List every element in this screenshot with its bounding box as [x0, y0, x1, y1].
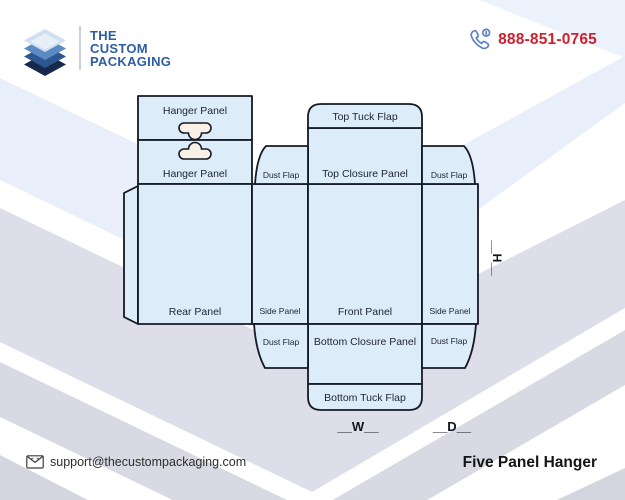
dimension-width: __W__	[336, 419, 379, 434]
phone-icon	[470, 28, 491, 50]
label-hanger-panel-bottom: Hanger Panel	[163, 168, 227, 180]
dimension-height: __H__	[490, 239, 504, 276]
logo-line-2: CUSTOM	[90, 40, 148, 56]
bg-band-4	[0, 455, 625, 500]
label-bottom-tuck-flap: Bottom Tuck Flap	[324, 392, 406, 404]
email-icon	[26, 455, 44, 469]
label-front-panel: Front Panel	[338, 306, 392, 318]
label-top-tuck-flap: Top Tuck Flap	[332, 111, 398, 123]
logo[interactable]: THE CUSTOM PACKAGING	[20, 18, 171, 78]
dust-flap-top-left	[254, 145, 309, 185]
page-title: Five Panel Hanger	[462, 454, 597, 471]
rear-panel	[137, 183, 253, 325]
label-dust-flap-top-right: Dust Flap	[431, 170, 468, 180]
hanger-hole-bottom	[178, 141, 212, 160]
logo-line-1: THE	[90, 27, 117, 43]
bg-corner-band	[480, 0, 625, 58]
dust-flap-bottom-left	[253, 323, 309, 369]
bottom-closure-panel	[307, 323, 423, 385]
label-rear-panel: Rear Panel	[169, 306, 222, 318]
email-address[interactable]: support@thecustompackaging.com	[50, 455, 247, 469]
label-side-panel-left: Side Panel	[259, 306, 300, 316]
side-panel-right	[421, 183, 479, 325]
label-side-panel-right: Side Panel	[429, 306, 470, 316]
hanger-holes	[178, 122, 212, 160]
front-panel	[307, 183, 423, 325]
bottom-tuck-flap	[307, 383, 423, 411]
phone-number[interactable]: 888-851-0765	[498, 30, 597, 48]
label-dust-flap-bottom-left: Dust Flap	[263, 337, 300, 347]
dimension-markers: __W__ __D__ __H__	[336, 239, 504, 434]
phone-contact[interactable]: 888-851-0765	[466, 26, 597, 53]
label-bottom-closure-panel: Bottom Closure Panel	[314, 336, 416, 348]
glue-flap	[123, 185, 139, 325]
label-dust-flap-bottom-right: Dust Flap	[431, 336, 468, 346]
label-dust-flap-top-left: Dust Flap	[263, 170, 300, 180]
dimension-depth: __D__	[432, 419, 472, 434]
hanger-hole-top	[178, 122, 212, 141]
dust-flap-top-right	[421, 145, 476, 185]
email-contact[interactable]: support@thecustompackaging.com	[26, 455, 246, 469]
dieline-labels: Hanger Panel Hanger Panel Rear Panel Sid…	[163, 105, 471, 404]
bg-band-3	[0, 330, 625, 500]
logo-line-3: PACKAGING	[90, 53, 172, 69]
label-hanger-panel-top: Hanger Panel	[163, 105, 227, 117]
side-panel-left	[251, 183, 309, 325]
logo-text: THE CUSTOM PACKAGING	[90, 29, 171, 68]
bg-band-2	[0, 200, 625, 492]
logo-divider	[79, 26, 81, 70]
dust-flap-bottom-right	[421, 323, 477, 369]
top-tuck-flap	[307, 103, 423, 129]
label-top-closure-panel: Top Closure Panel	[322, 168, 408, 180]
logo-stack-icon	[24, 29, 66, 76]
dieline-panels	[123, 95, 479, 411]
